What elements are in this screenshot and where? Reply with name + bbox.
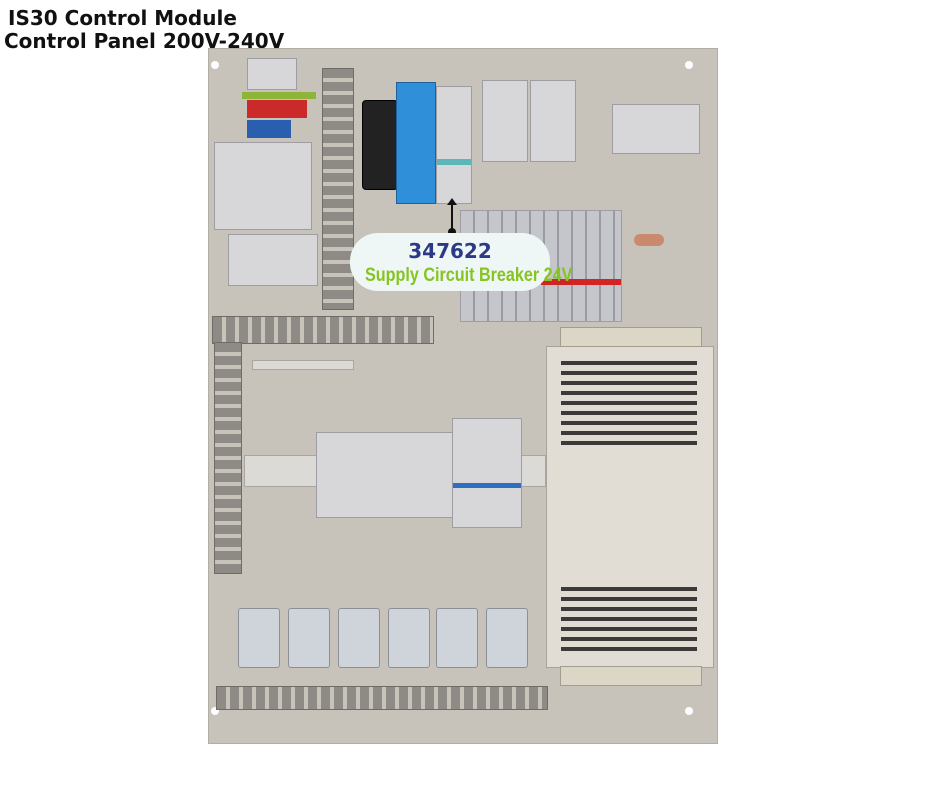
- drive-bottom-cap: [560, 666, 702, 686]
- drive-unit: [546, 346, 714, 668]
- wire-duct-horizontal: [212, 316, 434, 344]
- callout-leader-line: [451, 202, 453, 232]
- wire-duct-bottom: [216, 686, 548, 710]
- ground-lug: [634, 234, 664, 246]
- terminal-block-blue: [247, 120, 291, 138]
- vent-top: [561, 361, 697, 445]
- solid-state-relay: [238, 608, 280, 668]
- mount-hole: [211, 61, 219, 69]
- contactor-2: [530, 80, 576, 162]
- plc-controller: [214, 142, 312, 230]
- solid-state-relay: [288, 608, 330, 668]
- motor-breaker: [452, 418, 522, 528]
- callout-dot: [448, 228, 456, 236]
- wire-duct-vertical: [322, 68, 354, 310]
- mount-hole: [211, 707, 219, 715]
- part-label: Supply Circuit Breaker 24V: [365, 265, 573, 286]
- callout-bubble: 347622 Supply Circuit Breaker 24V: [350, 233, 573, 291]
- supply-circuit-breaker-24v: [436, 86, 472, 204]
- vent-bottom: [561, 587, 697, 655]
- solid-state-relay: [338, 608, 380, 668]
- solid-state-relay: [388, 608, 430, 668]
- power-supply-24v: [396, 82, 436, 204]
- drive-top-cap: [560, 327, 702, 347]
- fuse-holder: [612, 104, 700, 154]
- mount-hole: [685, 61, 693, 69]
- solid-state-relay: [486, 608, 528, 668]
- ground-terminal-strip: [242, 92, 316, 99]
- wire-duct-vertical-left: [214, 342, 242, 574]
- mount-hole: [685, 707, 693, 715]
- main-disconnect: [316, 432, 454, 518]
- part-number: 347622: [408, 239, 492, 263]
- contactor-1: [482, 80, 528, 162]
- terminal-block-red: [247, 100, 307, 118]
- panel-title: IS30 Control Module: [8, 6, 237, 30]
- solid-state-relay: [436, 608, 478, 668]
- network-module: [247, 58, 297, 90]
- ground-bar: [252, 360, 354, 370]
- relay-module: [228, 234, 318, 286]
- arrow-up-icon: [447, 198, 457, 205]
- black-module: [362, 100, 398, 190]
